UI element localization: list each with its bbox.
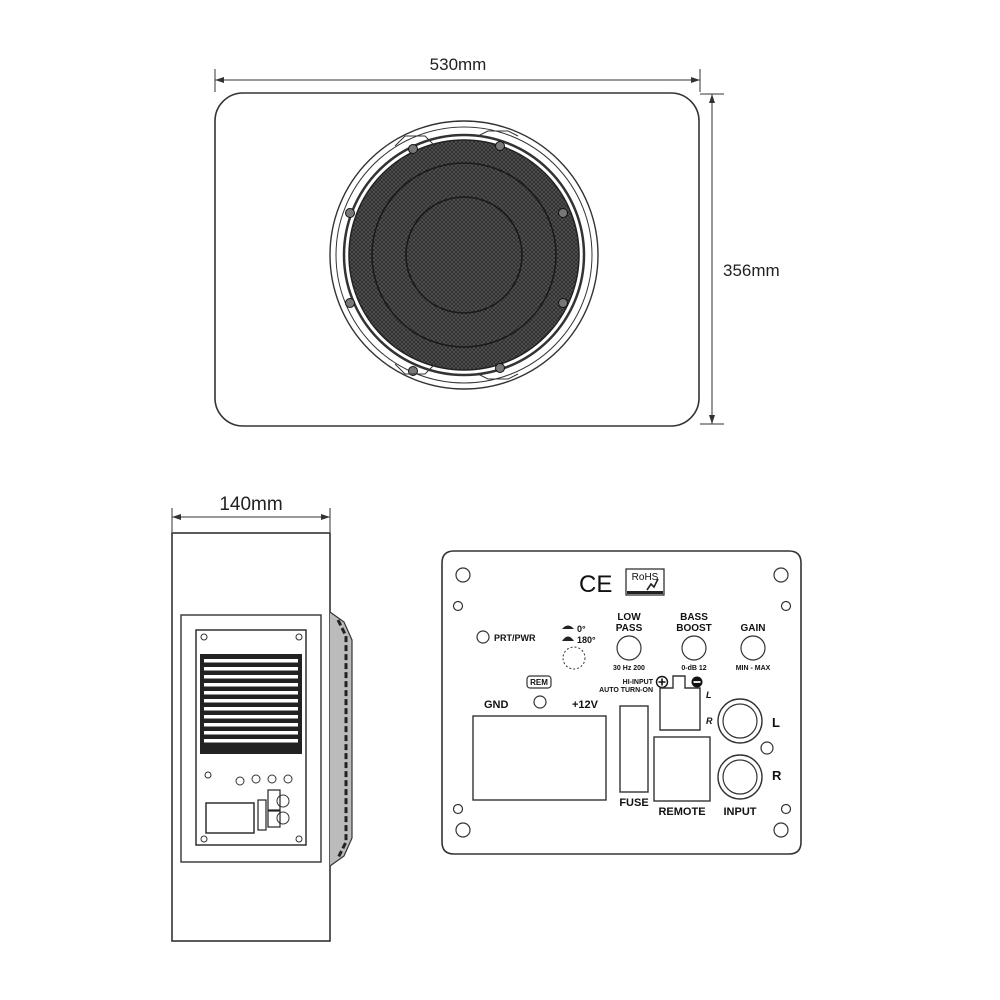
remote-label: REMOTE <box>658 806 705 818</box>
phase-180-label: 180° <box>577 635 596 645</box>
plus12v-label: +12V <box>572 699 599 711</box>
prt-pwr-led <box>476 630 490 644</box>
rem-label: REM <box>530 678 548 687</box>
low-pass-label-1: LOW <box>617 612 641 623</box>
bass-boost-label-1: BASS <box>680 612 708 623</box>
ce-mark: CE <box>579 571 612 598</box>
hi-input[interactable]: HI-INPUT AUTO TURN-ON L R <box>599 675 713 731</box>
rca-input-left[interactable]: L <box>717 698 780 744</box>
rohs-badge: RoHS <box>625 568 665 596</box>
heat-sink <box>200 654 302 754</box>
depth-dimension: 140mm <box>171 494 331 532</box>
phase-0-label: 0° <box>577 624 586 634</box>
hi-input-l-label: L <box>706 690 712 700</box>
gnd-label: GND <box>484 699 509 711</box>
remote-port[interactable]: REMOTE <box>653 736 711 818</box>
mounting-holes <box>452 567 792 838</box>
gain-knob[interactable]: GAIN MIN - MAX <box>736 623 771 672</box>
rohs-mark: RoHS <box>632 572 659 583</box>
bass-boost-knob[interactable]: BASS BOOST 0-dB 12 <box>676 612 712 672</box>
low-pass-label-2: PASS <box>616 623 643 634</box>
fuse-label: FUSE <box>619 797 648 809</box>
input-l-label: L <box>772 715 780 730</box>
hi-input-label-2: AUTO TURN-ON <box>599 687 653 694</box>
minus-icon <box>691 676 703 688</box>
fuse-holder[interactable]: FUSE <box>619 705 649 809</box>
width-dimension: 530mm <box>214 55 701 92</box>
bass-boost-label-2: BOOST <box>676 623 712 634</box>
height-dimension: 356mm <box>700 93 780 425</box>
low-pass-knob[interactable]: LOW PASS 30 Hz 200 <box>613 612 645 672</box>
hi-input-r-label: R <box>706 716 713 726</box>
rca-input-right[interactable]: R <box>717 754 782 800</box>
depth-label: 140mm <box>219 494 282 515</box>
width-label: 530mm <box>430 55 487 74</box>
input-label: INPUT <box>724 806 757 818</box>
prt-pwr-label: PRT/PWR <box>494 633 536 643</box>
side-view: 140mm <box>171 494 353 942</box>
front-view: 530mm 356mm <box>214 55 780 427</box>
gain-label: GAIN <box>741 623 766 634</box>
input-r-label: R <box>772 768 782 783</box>
height-label: 356mm <box>723 261 780 280</box>
bass-boost-range: 0-dB 12 <box>681 665 706 672</box>
gain-range: MIN - MAX <box>736 665 771 672</box>
hi-input-label-1: HI-INPUT <box>623 679 654 686</box>
plus-icon <box>655 675 669 689</box>
phase-switch[interactable]: 0° 180° <box>562 624 596 670</box>
low-pass-range: 30 Hz 200 <box>613 665 645 672</box>
rem-terminal[interactable]: REM <box>526 675 552 709</box>
power-terminal[interactable]: GND +12V <box>472 699 607 801</box>
amplifier-panel: CE RoHS PRT/PWR 0° 180° LOW PASS 30 Hz 2… <box>441 550 802 855</box>
speaker-woofer-icon <box>329 120 599 390</box>
